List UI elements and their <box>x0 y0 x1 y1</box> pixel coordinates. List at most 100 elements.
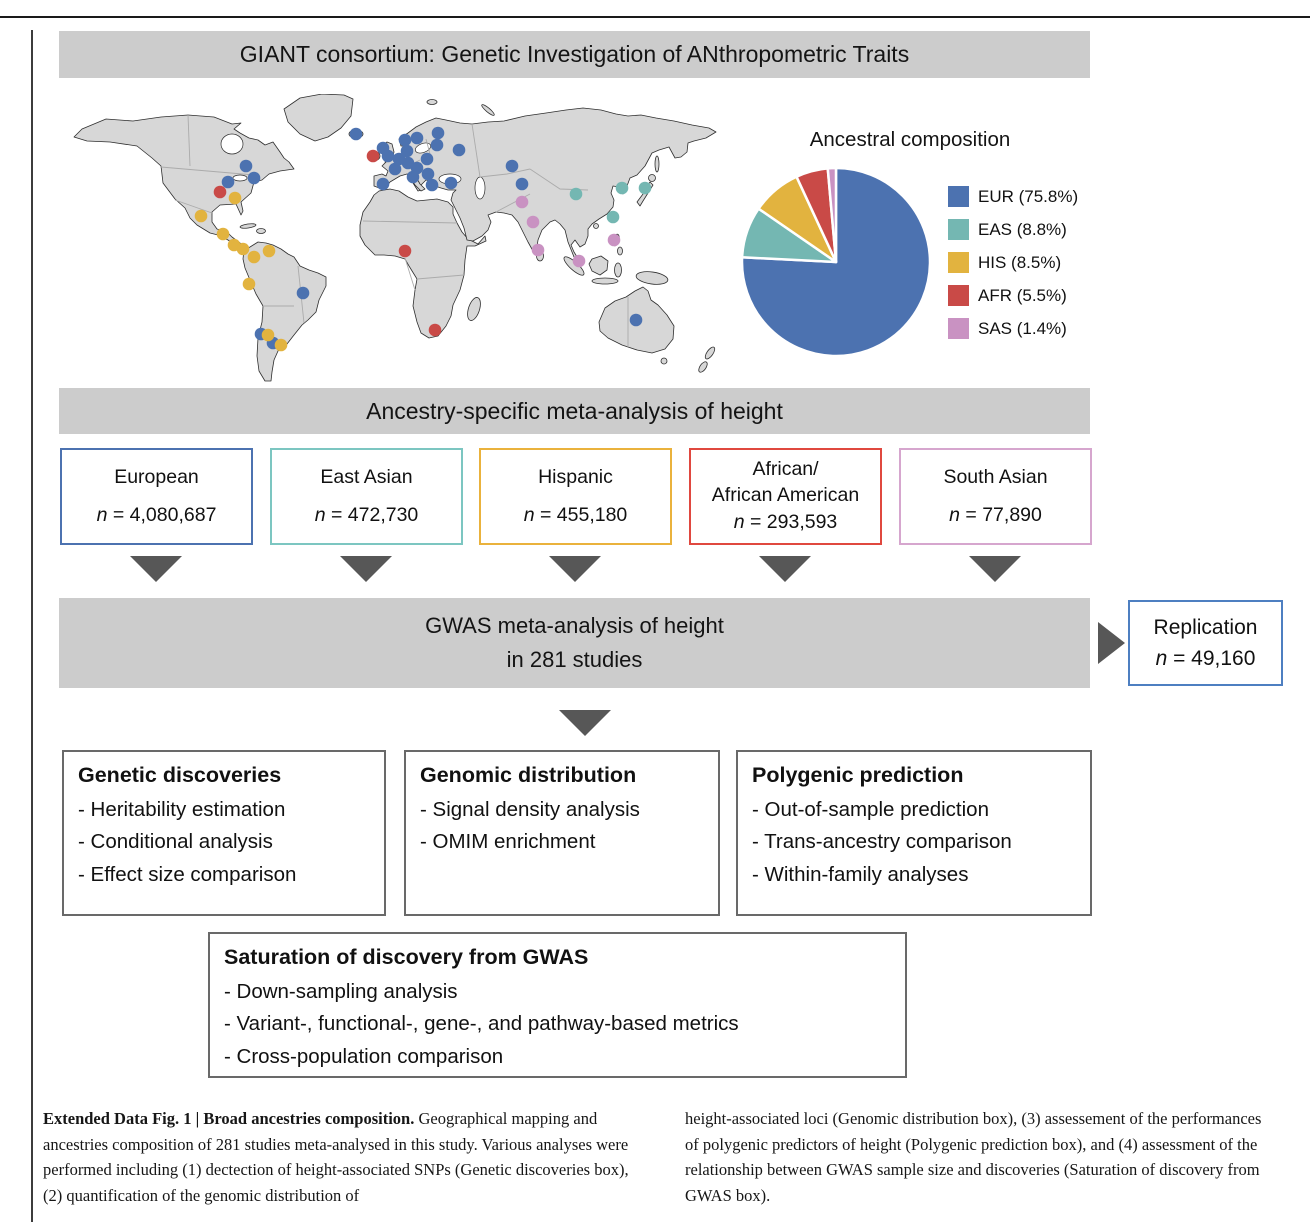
box-item: - Signal density analysis <box>420 798 640 821</box>
box-item: - Out-of-sample prediction <box>752 798 989 821</box>
page-top-rule <box>0 16 1310 18</box>
box-item: - Trans-ancestry comparison <box>752 830 1012 854</box>
study-dot-eur <box>410 161 424 175</box>
study-dot-his <box>194 209 208 223</box>
country-borders <box>160 114 629 347</box>
sample-size: n = 4,080,687 <box>96 504 217 526</box>
legend-swatch-eas <box>948 219 969 240</box>
study-dot-eur <box>410 131 424 145</box>
figure-caption-right: height-associated loci (Genomic distribu… <box>685 1106 1275 1209</box>
study-dot-eur <box>431 126 445 140</box>
figure-title-bar: GIANT consortium: Genetic Investigation … <box>59 31 1090 78</box>
great-lakes <box>232 174 248 182</box>
study-dot-afr <box>398 244 412 258</box>
box-title: Polygenic prediction <box>752 763 964 787</box>
study-dot-his <box>216 227 230 241</box>
study-dot-eur <box>381 149 395 163</box>
down-arrow-icon <box>759 556 811 582</box>
legend-label: SAS (1.4%) <box>978 318 1067 338</box>
gwas-meta-analysis-bar: GWAS meta-analysis of height in 281 stud… <box>59 598 1090 688</box>
figure-title: GIANT consortium: Genetic Investigation … <box>239 41 910 67</box>
study-dot-eur <box>221 175 235 189</box>
legend-swatch-afr <box>948 285 969 306</box>
hudson-bay <box>220 133 244 155</box>
study-dot-sas <box>607 233 621 247</box>
polygenic-prediction-box: Polygenic prediction - Out-of-sample pre… <box>736 750 1092 916</box>
study-dot-sas <box>526 215 540 229</box>
down-arrow-icon <box>549 556 601 582</box>
study-dot-eur <box>349 127 363 141</box>
figure-caption-left: Extended Data Fig. 1 | Broad ancestries … <box>43 1106 631 1209</box>
box-item: - OMIM enrichment <box>420 830 596 854</box>
study-dot-eur <box>505 159 519 173</box>
right-arrow-icon <box>1098 622 1125 664</box>
legend-label: HIS (8.5%) <box>978 252 1062 272</box>
pie-title: Ancestral composition <box>809 128 1011 151</box>
caption-lead: Extended Data Fig. 1 | Broad ancestries … <box>43 1109 415 1128</box>
ancestry-label: European <box>114 465 199 488</box>
baltic-sea <box>414 142 432 154</box>
ancestry-label: East Asian <box>320 465 413 488</box>
study-dot-sas <box>531 243 545 257</box>
study-dot-eur <box>430 138 444 152</box>
study-dot-eur <box>515 177 529 191</box>
sample-size: n = 77,890 <box>949 504 1042 526</box>
ancestry-box-african: African/ African American n = 293,593 <box>689 448 882 545</box>
ancestry-label: Hispanic <box>538 465 613 488</box>
legend-swatch-his <box>948 252 969 273</box>
study-dot-eur <box>398 133 412 147</box>
study-dot-eur <box>388 162 402 176</box>
caspian-sea <box>474 176 486 200</box>
pie-slice-sas <box>826 166 838 264</box>
ancestry-meta-analysis-label: Ancestry-specific meta-analysis of heigh… <box>366 397 783 424</box>
study-dot-sas <box>572 254 586 268</box>
caption-right-text: height-associated loci (Genomic distribu… <box>685 1109 1262 1206</box>
genetic-discoveries-box: Genetic discoveries - Heritability estim… <box>62 750 386 916</box>
ancestry-box-hispanic: Hispanic n = 455,180 <box>479 448 672 545</box>
replication-n: n = 49,160 <box>1155 647 1256 670</box>
ancestry-box-south-asian: South Asian n = 77,890 <box>899 448 1092 545</box>
box-items: - Out-of-sample prediction - Trans-ances… <box>752 794 1076 891</box>
box-item: - Variant-, functional-, gene-, and path… <box>224 1012 739 1036</box>
gwas-line2: in 281 studies <box>506 647 643 672</box>
study-dot-his <box>247 250 261 264</box>
legend-label: AFR (5.5%) <box>978 285 1067 305</box>
sample-size: n = 472,730 <box>314 504 419 526</box>
ancestry-meta-analysis-bar: Ancestry-specific meta-analysis of heigh… <box>59 388 1090 434</box>
study-dot-eas <box>615 181 629 195</box>
box-item: - Within-family analyses <box>752 862 969 886</box>
ancestry-label: South Asian <box>943 465 1048 488</box>
study-dot-his <box>228 191 242 205</box>
legend-row: EUR (75.8%) <box>948 180 1078 213</box>
legend-swatch-sas <box>948 318 969 339</box>
study-dot-his <box>261 328 275 342</box>
study-dot-eas <box>606 210 620 224</box>
world-map <box>73 94 717 382</box>
pie-slice-eur <box>740 166 932 358</box>
study-dot-sas <box>515 195 529 209</box>
study-dot-eas <box>638 181 652 195</box>
replication-title: Replication <box>1153 615 1258 639</box>
legend-label: EUR (75.8%) <box>978 186 1079 206</box>
box-title: Saturation of discovery from GWAS <box>224 945 589 969</box>
study-dot-afr <box>213 185 227 199</box>
landmasses <box>73 94 717 382</box>
saturation-box: Saturation of discovery from GWAS - Down… <box>208 932 907 1078</box>
study-dot-eur <box>629 313 643 327</box>
ancestry-label2: African American <box>711 483 860 506</box>
box-items: - Signal density analysis - OMIM enrichm… <box>420 794 704 859</box>
legend-row: SAS (1.4%) <box>948 312 1078 345</box>
study-dot-eur <box>420 152 434 166</box>
ancestry-box-european: European n = 4,080,687 <box>60 448 253 545</box>
replication-box: Replication n = 49,160 <box>1128 600 1283 686</box>
study-dot-his <box>242 277 256 291</box>
study-dot-eur <box>296 286 310 300</box>
study-dot-eur <box>239 159 253 173</box>
study-dot-eur <box>400 144 414 158</box>
box-item: - Heritability estimation <box>78 798 286 821</box>
down-arrow-icon <box>340 556 392 582</box>
box-item: - Down-sampling analysis <box>224 980 458 1003</box>
ancestral-composition-pie <box>740 166 932 358</box>
study-dot-his <box>236 242 250 256</box>
box-item: - Conditional analysis <box>78 830 273 854</box>
